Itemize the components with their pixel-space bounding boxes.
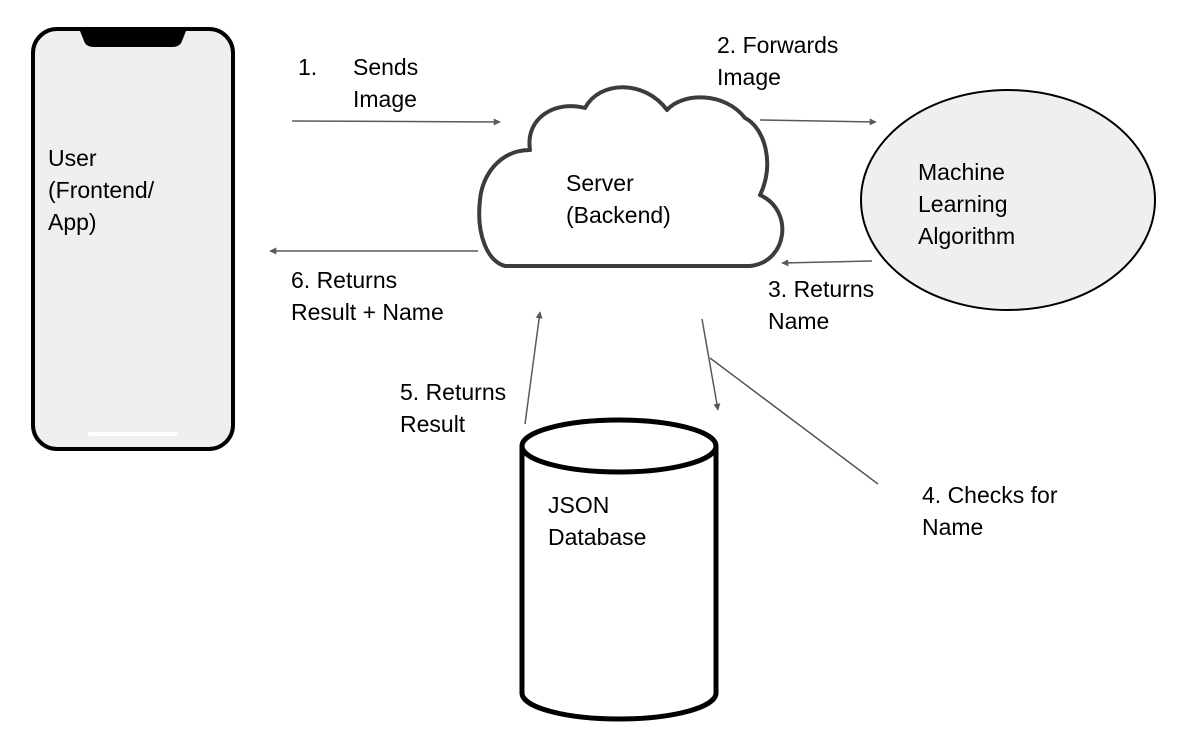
step3-label: 3. Returns Name (768, 273, 874, 337)
cylinder-body (519, 446, 719, 722)
step1-label: Sends Image (353, 51, 418, 115)
step4-label-line2: Name (922, 514, 984, 540)
database-cylinder (519, 417, 719, 722)
phone-body (31, 27, 235, 451)
arrow-step5 (524, 311, 543, 425)
phone-node (31, 27, 235, 451)
step3-label-line2: Name (768, 308, 830, 334)
arrow-step4-a (701, 318, 721, 411)
step1-label-line2: Image (353, 86, 417, 112)
step4-label: 4. Checks for Name (922, 479, 1058, 543)
step6-label-line1: 6. Returns (291, 267, 398, 293)
phone-label: User (Frontend/ App) (48, 142, 154, 238)
server-cloud (477, 85, 785, 268)
phone-notch (80, 31, 186, 47)
step6-label-line2: Result + Name (291, 299, 444, 325)
phone-home-indicator (88, 432, 178, 436)
ml-label: Machine Learning Algorithm (918, 156, 1015, 252)
step2-label-line2: Image (717, 64, 781, 90)
arrow-step2 (759, 118, 877, 126)
ml-label-line2: Learning (918, 191, 1008, 217)
database-label-line1: JSON (548, 492, 610, 518)
server-label-line1: Server (566, 170, 634, 196)
arrow-step3 (781, 259, 873, 267)
ml-ellipse (860, 89, 1156, 311)
step3-label-line1: 3. Returns (768, 276, 875, 302)
cylinder-top (519, 417, 719, 475)
step5-label-line1: 5. Returns (400, 379, 507, 405)
arrow-step4-b (709, 357, 879, 485)
step5-label: 5. Returns Result (400, 376, 506, 440)
step5-label-line2: Result (400, 411, 466, 437)
step6-label: 6. Returns Result + Name (291, 264, 444, 328)
ml-label-line3: Algorithm (918, 223, 1016, 249)
server-label: Server (Backend) (566, 167, 671, 231)
server-label-line2: (Backend) (566, 202, 671, 228)
phone-label-line1: User (48, 145, 97, 171)
step2-label-line1: 2. Forwards (717, 32, 839, 58)
arrow-step1 (291, 118, 501, 126)
phone-label-line3: App) (48, 209, 97, 235)
step2-label: 2. Forwards Image (717, 29, 838, 93)
database-label-line2: Database (548, 524, 647, 550)
step4-label-line1: 4. Checks for (922, 482, 1058, 508)
database-label: JSON Database (548, 489, 646, 553)
step1-number: 1. (298, 54, 318, 80)
phone-label-line2: (Frontend/ (48, 177, 155, 203)
ml-label-line1: Machine (918, 159, 1005, 185)
step1-label-line1: Sends (353, 54, 419, 80)
